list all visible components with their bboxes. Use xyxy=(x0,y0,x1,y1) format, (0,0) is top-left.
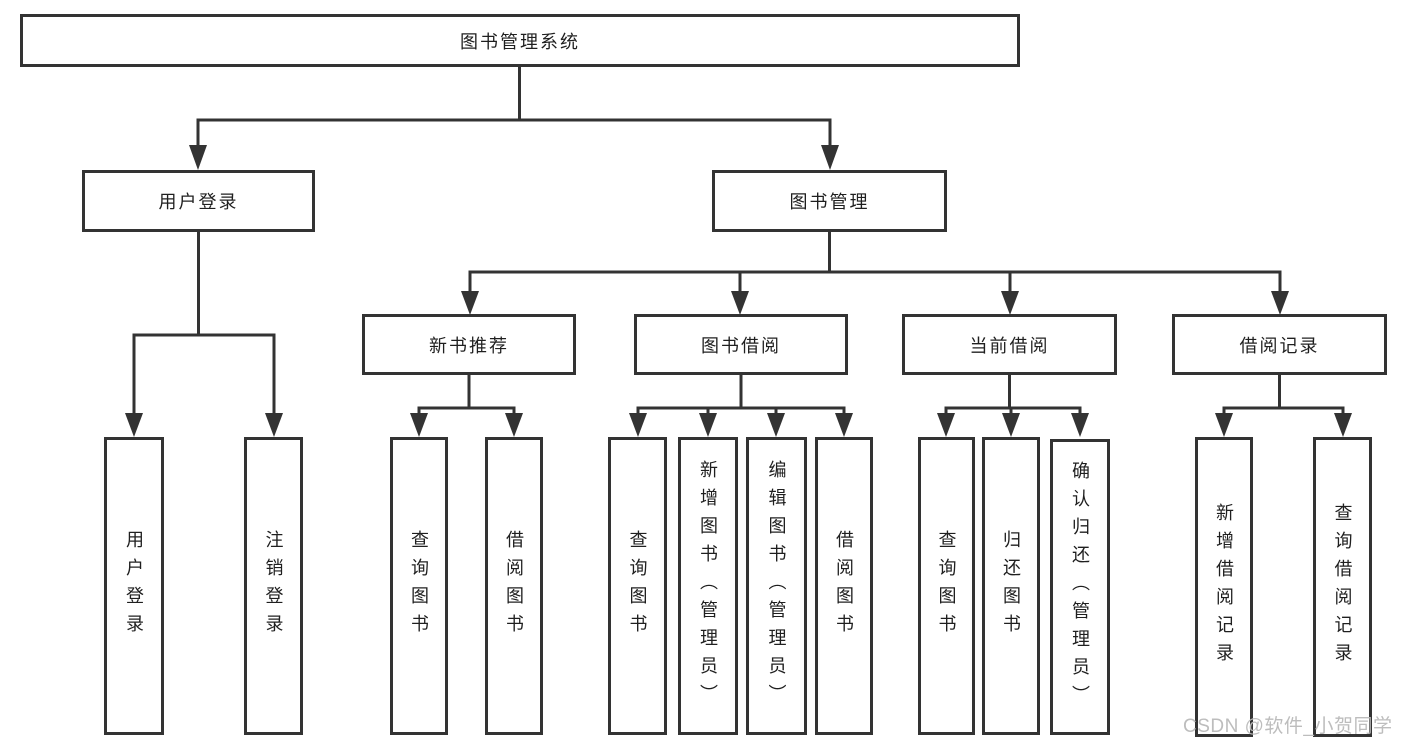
arrow-down-icon xyxy=(265,413,283,437)
node-label: 归还图书 xyxy=(1001,530,1021,642)
node-book-management-system: 图书管理系统 xyxy=(20,14,1020,67)
node-label: 图书管理 xyxy=(789,192,870,212)
node-label: 注销登录 xyxy=(263,530,284,642)
node-book-management-branch: 图书管理 xyxy=(712,170,947,232)
node-label: 新书推荐 xyxy=(429,335,509,356)
arrowhead-icon-group xyxy=(125,145,1352,437)
node-label: 借阅记录 xyxy=(1239,335,1320,356)
arrow-down-icon xyxy=(189,145,207,170)
node-label: 确认归还（管理员） xyxy=(1070,461,1090,713)
leaf-borrow-books-borrowing: 借阅图书 xyxy=(815,437,873,735)
leaf-add-borrow-record: 新增借阅记录 xyxy=(1195,437,1253,737)
node-label: 图书管理系统 xyxy=(460,31,580,52)
arrow-down-icon xyxy=(731,291,749,315)
leaf-user-login: 用户登录 xyxy=(104,437,164,735)
arrow-down-icon xyxy=(410,413,428,437)
node-new-book-recommend: 新书推荐 xyxy=(362,314,576,375)
node-borrowing-records: 借阅记录 xyxy=(1172,314,1387,375)
arrow-down-icon xyxy=(505,413,523,437)
arrow-down-icon xyxy=(461,291,479,315)
leaf-query-books-borrowing: 查询图书 xyxy=(608,437,667,735)
node-label: 查询借阅记录 xyxy=(1332,503,1353,671)
arrow-down-icon xyxy=(1001,291,1019,315)
node-label: 编辑图书（管理员） xyxy=(766,460,787,712)
leaf-add-books-admin: 新增图书（管理员） xyxy=(678,437,738,735)
node-label: 借阅图书 xyxy=(504,530,524,642)
arrow-down-icon xyxy=(835,413,853,437)
node-label: 查询图书 xyxy=(936,530,957,642)
node-label: 新增图书（管理员） xyxy=(698,460,718,712)
arrow-down-icon xyxy=(937,413,955,437)
node-label: 查询图书 xyxy=(409,530,429,642)
node-label: 用户登录 xyxy=(124,530,144,642)
arrow-down-icon xyxy=(1002,413,1020,437)
arrow-down-icon xyxy=(1215,413,1233,437)
arrow-down-icon xyxy=(1071,413,1089,437)
arrow-down-icon xyxy=(629,413,647,437)
node-label: 图书借阅 xyxy=(701,335,781,356)
leaf-query-books-recommend: 查询图书 xyxy=(390,437,448,735)
node-label: 新增借阅记录 xyxy=(1214,503,1234,671)
leaf-query-books-current: 查询图书 xyxy=(918,437,975,735)
leaf-edit-books-admin: 编辑图书（管理员） xyxy=(746,437,807,735)
arrow-down-icon xyxy=(821,145,839,170)
leaf-logout: 注销登录 xyxy=(244,437,303,735)
node-label: 查询图书 xyxy=(627,530,648,642)
csdn-watermark: CSDN @软件_小贺同学 xyxy=(1183,716,1393,737)
node-book-borrowing: 图书借阅 xyxy=(634,314,848,375)
leaf-return-books: 归还图书 xyxy=(982,437,1040,735)
arrow-down-icon xyxy=(125,413,143,437)
node-label: 借阅图书 xyxy=(834,530,854,642)
arrow-down-icon xyxy=(1334,413,1352,437)
leaf-borrow-books-recommend: 借阅图书 xyxy=(485,437,543,735)
arrow-down-icon xyxy=(767,413,785,437)
leaf-confirm-return-admin: 确认归还（管理员） xyxy=(1050,439,1110,735)
arrow-down-icon xyxy=(699,413,717,437)
node-current-borrowing: 当前借阅 xyxy=(902,314,1117,375)
node-user-login-branch: 用户登录 xyxy=(82,170,315,232)
node-label: 当前借阅 xyxy=(969,335,1050,356)
arrow-down-icon xyxy=(1271,291,1289,315)
node-label: 用户登录 xyxy=(158,192,239,212)
leaf-query-borrow-record: 查询借阅记录 xyxy=(1313,437,1372,737)
